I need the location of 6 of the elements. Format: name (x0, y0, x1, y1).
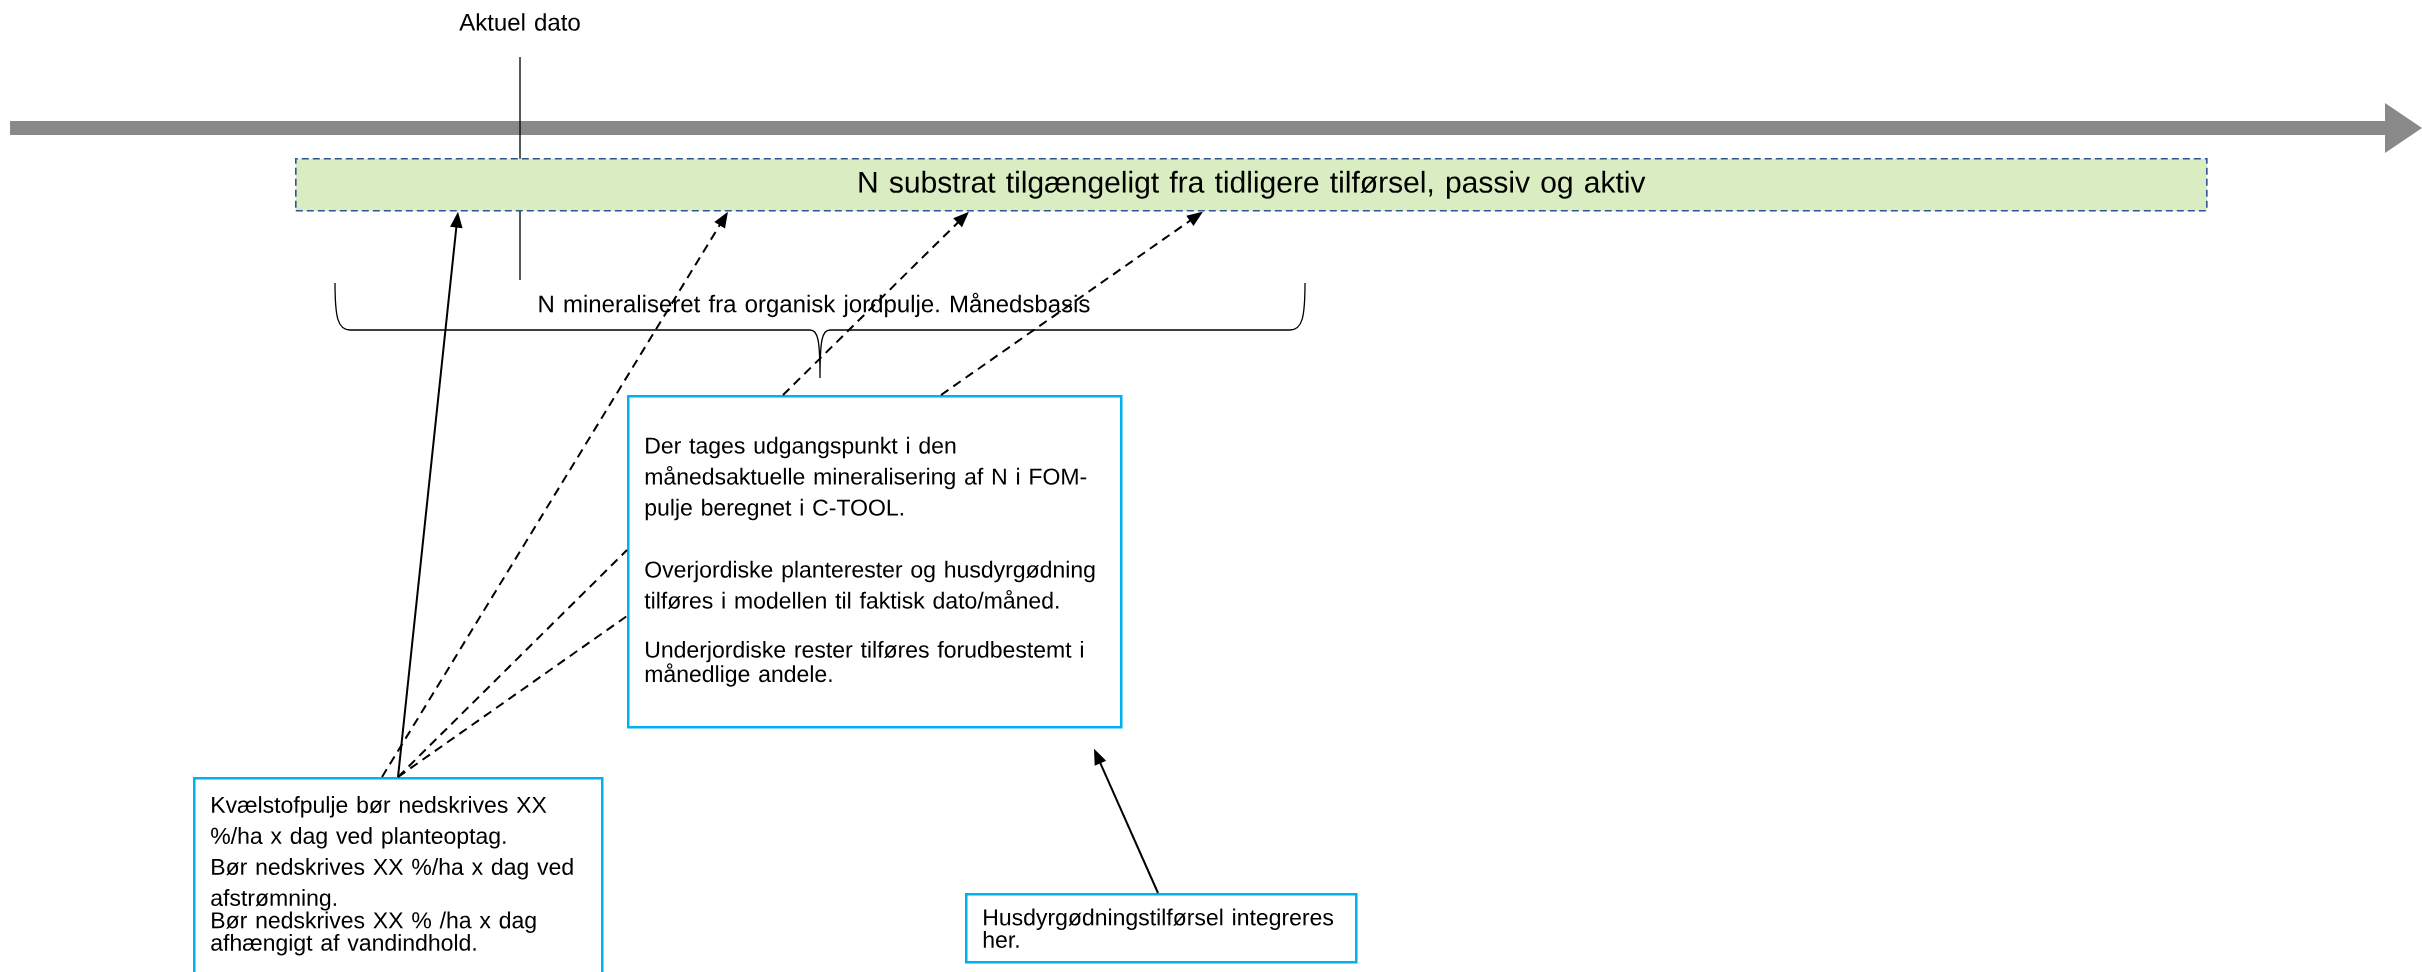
dashed-band: N substrat tilgængeligt fra tidligere tilførsel, passiv og aktiv (295, 158, 2208, 212)
date-label: Aktuel dato (459, 13, 580, 31)
text-box: Husdyrgødningstilførsel integreres her. (965, 893, 1358, 964)
text-box: Kvælstofpulje bør nedskrives XX %/ha x dag ved planteoptag. Bør nedskrives XX %/ha x dag ved afstrømning. Bør nedskrives XX % /ha x dag afhængigt af vandindhold. (193, 777, 604, 972)
brace-label: N mineraliseret fra organisk jordpulje. Månedsbasis (533, 288, 1095, 322)
text-box: Der tages udgangspunkt i den månedsaktuelle mineralisering af N i FOM-pulje beregnet i C-TOOL. Overjordiske planterester og husdyrgødning tilføres i modellen til faktisk dato/måned. Underjordiske rester tilføres forudbestemt i månedlige andele. (627, 395, 1123, 729)
